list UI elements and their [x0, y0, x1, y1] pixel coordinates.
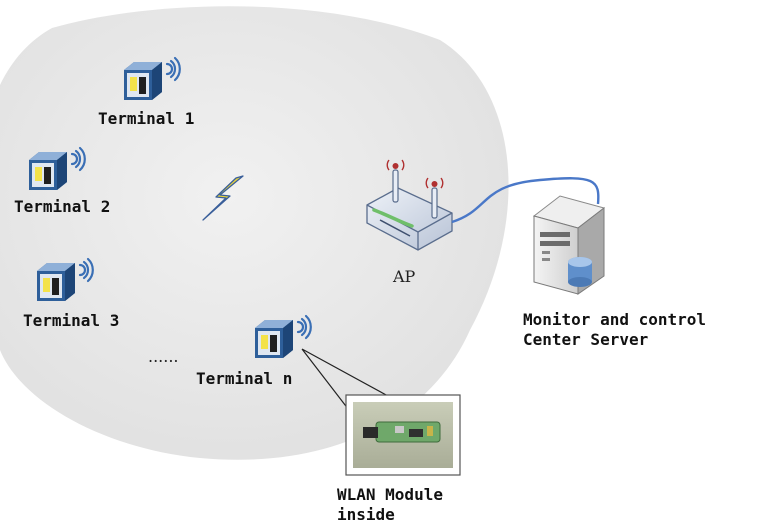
server-label-line1: Monitor and control [523, 310, 706, 329]
module-label-line2: inside [337, 505, 395, 524]
terminal-2-label: Terminal 2 [14, 197, 110, 216]
terminal-n-label: Terminal n [196, 369, 292, 388]
wireless-lightning-icon [202, 175, 244, 221]
network-cable [451, 177, 600, 224]
ellipsis-more-terminals: ...... [148, 347, 179, 366]
ap-label: AP [392, 267, 416, 286]
server-tower-icon [532, 195, 606, 295]
wlan-module-photo [345, 394, 461, 476]
terminal-1-label: Terminal 1 [98, 109, 194, 128]
wireless-router-icon [366, 159, 453, 251]
module-label-line1: WLAN Module [337, 485, 443, 504]
server-label-line2: Center Server [523, 330, 648, 349]
terminal-3-label: Terminal 3 [23, 311, 119, 330]
wireless-coverage-area [0, 6, 509, 460]
module-callout-lines [301, 348, 389, 415]
